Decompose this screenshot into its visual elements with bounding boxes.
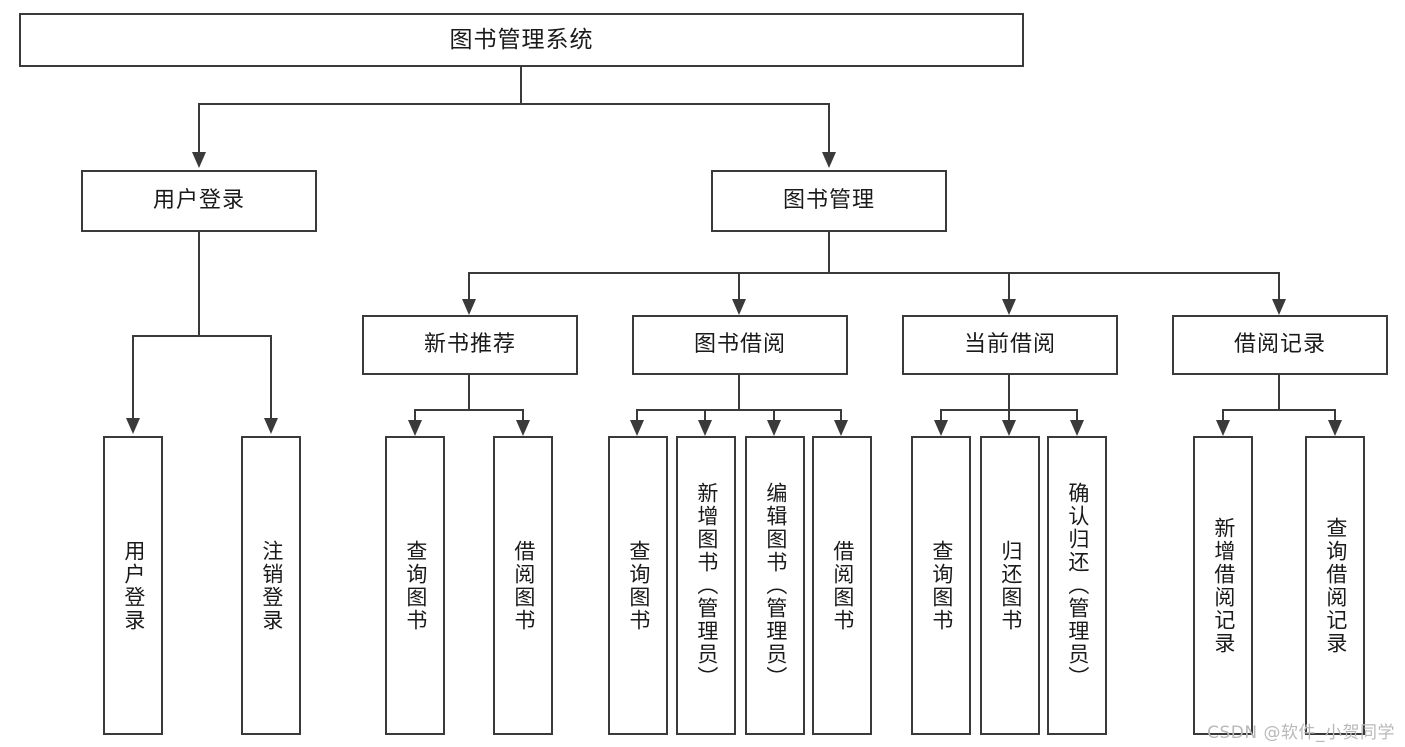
edge-user-login-to-leaf-1 — [132, 335, 134, 419]
node-label: 查询借阅记录 — [1323, 516, 1348, 655]
edge-book-borrow-to-leaf-4 — [840, 409, 842, 421]
node-label: 查询图书 — [403, 539, 428, 632]
node-label: 图书管理系统 — [449, 26, 594, 53]
arrow-root-to-book-manage — [822, 152, 836, 168]
node-label: 归还图书 — [998, 539, 1023, 632]
arrow-user-login-to-leaf-1 — [126, 418, 140, 434]
node-leaf-query-record[interactable]: 查询借阅记录 — [1305, 436, 1365, 735]
node-leaf-logout-login[interactable]: 注销登录 — [241, 436, 301, 735]
edge-borrow-record-to-leaf-1 — [1222, 409, 1224, 421]
node-book-manage[interactable]: 图书管理 — [711, 170, 947, 232]
edge-user-login-bar — [132, 335, 272, 337]
edge-current-borrow-to-leaf-3 — [1076, 409, 1078, 421]
edge-new-book-bar — [414, 409, 524, 411]
arrow-current-borrow-to-leaf-1 — [934, 420, 948, 436]
node-label: 查询图书 — [626, 539, 651, 632]
arrow-book-borrow-to-leaf-4 — [834, 420, 848, 436]
arrow-book-borrow-to-leaf-3 — [767, 420, 781, 436]
edge-root-stem — [520, 67, 522, 103]
node-label: 用户登录 — [152, 188, 245, 214]
arrow-book-manage-to-book-borrow — [732, 299, 746, 315]
edge-current-borrow-to-leaf-2 — [1008, 409, 1010, 421]
node-book-borrow[interactable]: 图书借阅 — [632, 315, 848, 375]
edge-book-borrow-to-leaf-1 — [636, 409, 638, 421]
node-borrow-record[interactable]: 借阅记录 — [1172, 315, 1388, 375]
node-label: 注销登录 — [259, 539, 284, 632]
arrow-new-book-to-leaf-1 — [408, 420, 422, 436]
node-leaf-return-book[interactable]: 归还图书 — [980, 436, 1040, 735]
edge-current-borrow-stem — [1008, 375, 1010, 409]
node-label: 新增借阅记录 — [1211, 516, 1236, 655]
node-label: 图书借阅 — [693, 332, 786, 358]
edge-book-manage-to-borrow-record — [1278, 272, 1280, 300]
edge-new-book-to-leaf-2 — [522, 409, 524, 421]
arrow-book-borrow-to-leaf-1 — [630, 420, 644, 436]
node-label: 图书管理 — [782, 188, 875, 214]
node-user-login[interactable]: 用户登录 — [81, 170, 317, 232]
arrow-book-manage-to-borrow-record — [1272, 299, 1286, 315]
edge-book-manage-stem — [828, 232, 830, 272]
node-label: 用户登录 — [121, 539, 146, 632]
node-leaf-add-record[interactable]: 新增借阅记录 — [1193, 436, 1253, 735]
arrow-root-to-user-login — [192, 152, 206, 168]
node-label: 当前借阅 — [963, 332, 1056, 358]
edge-user-login-stem — [198, 232, 200, 335]
node-label: 借阅记录 — [1233, 332, 1326, 358]
node-root-system[interactable]: 图书管理系统 — [19, 13, 1024, 67]
node-label: 借阅图书 — [511, 539, 536, 632]
node-new-book-recommend[interactable]: 新书推荐 — [362, 315, 578, 375]
edge-book-manage-to-new-book — [468, 272, 470, 300]
edge-user-login-to-leaf-2 — [270, 335, 272, 419]
node-label: 编辑图书（管理员） — [763, 482, 788, 689]
node-leaf-query-book-1[interactable]: 查询图书 — [385, 436, 445, 735]
node-leaf-edit-book[interactable]: 编辑图书（管理员） — [745, 436, 805, 735]
arrow-borrow-record-to-leaf-2 — [1328, 420, 1342, 436]
edge-borrow-record-bar — [1222, 409, 1336, 411]
edge-borrow-record-to-leaf-2 — [1334, 409, 1336, 421]
node-label: 借阅图书 — [830, 539, 855, 632]
arrow-new-book-to-leaf-2 — [516, 420, 530, 436]
arrow-book-manage-to-current-borrow — [1002, 299, 1016, 315]
arrow-book-manage-to-new-book — [462, 299, 476, 315]
edge-book-borrow-to-leaf-2 — [704, 409, 706, 421]
node-leaf-query-book-2[interactable]: 查询图书 — [608, 436, 668, 735]
edge-book-manage-bar — [468, 272, 1280, 274]
node-leaf-borrow-book-2[interactable]: 借阅图书 — [812, 436, 872, 735]
edge-new-book-to-leaf-1 — [414, 409, 416, 421]
node-label: 新书推荐 — [423, 332, 516, 358]
node-leaf-borrow-book-1[interactable]: 借阅图书 — [493, 436, 553, 735]
arrow-book-borrow-to-leaf-2 — [698, 420, 712, 436]
arrow-borrow-record-to-leaf-1 — [1216, 420, 1230, 436]
edge-current-borrow-to-leaf-1 — [940, 409, 942, 421]
node-label: 确认归还（管理员） — [1065, 482, 1090, 689]
edge-new-book-stem — [468, 375, 470, 409]
node-leaf-add-book[interactable]: 新增图书（管理员） — [676, 436, 736, 735]
node-leaf-user-login[interactable]: 用户登录 — [103, 436, 163, 735]
edge-book-borrow-stem — [738, 375, 740, 409]
edge-book-manage-to-current-borrow — [1008, 272, 1010, 300]
arrow-user-login-to-leaf-2 — [264, 418, 278, 434]
node-label: 新增图书（管理员） — [694, 482, 719, 689]
edge-book-borrow-to-leaf-3 — [773, 409, 775, 421]
node-leaf-confirm-return[interactable]: 确认归还（管理员） — [1047, 436, 1107, 735]
edge-book-manage-to-book-borrow — [738, 272, 740, 300]
edge-borrow-record-stem — [1278, 375, 1280, 409]
edge-root-bar — [198, 103, 830, 105]
edge-root-to-user-login — [198, 103, 200, 153]
edge-book-borrow-bar — [636, 409, 842, 411]
node-label: 查询图书 — [929, 539, 954, 632]
arrow-current-borrow-to-leaf-3 — [1070, 420, 1084, 436]
node-leaf-query-book-3[interactable]: 查询图书 — [911, 436, 971, 735]
edge-root-to-book-manage — [828, 103, 830, 153]
node-current-borrow[interactable]: 当前借阅 — [902, 315, 1118, 375]
arrow-current-borrow-to-leaf-2 — [1002, 420, 1016, 436]
